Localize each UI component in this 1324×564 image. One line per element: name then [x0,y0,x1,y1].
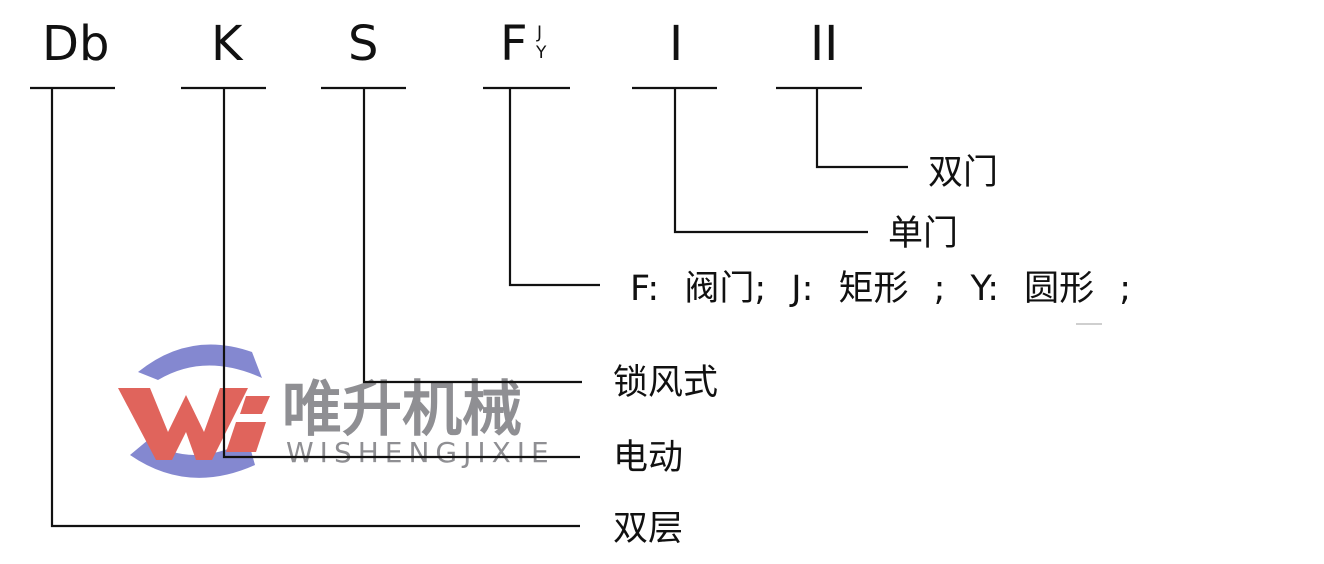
code-f: F [500,16,528,72]
label-valve-shape: F: 阀门; J: 矩形 ; Y: 圆形 ; [630,269,1131,309]
code-k: K [211,16,244,72]
watermark-company-en: WISHENGJIXIE [286,436,555,469]
code-roman-1: I [669,16,683,72]
leader-roman-2 [815,88,908,169]
label-airlock: 锁风式 [613,363,718,403]
code-f-sup-y: Y [535,43,547,63]
leader-k [222,88,580,459]
leader-f [508,88,600,287]
label-electric: 电动 [613,438,683,478]
watermark-company-cn: 唯升机械 [282,375,522,445]
label-double-layer: 双层 [613,509,683,549]
code-f-sup-j: J [536,23,542,43]
leader-roman-1 [673,88,868,234]
code-roman-2: II [810,16,838,72]
code-db: Db [42,16,109,72]
label-single-door: 单门 [888,214,958,254]
leader-db [50,88,580,528]
code-s: S [348,16,378,72]
label-double-door: 双门 [928,153,998,193]
leader-s [362,88,582,384]
watermark: 唯升机械 WISHENGJIXIE [118,344,555,478]
ws-logo-icon [118,344,270,478]
